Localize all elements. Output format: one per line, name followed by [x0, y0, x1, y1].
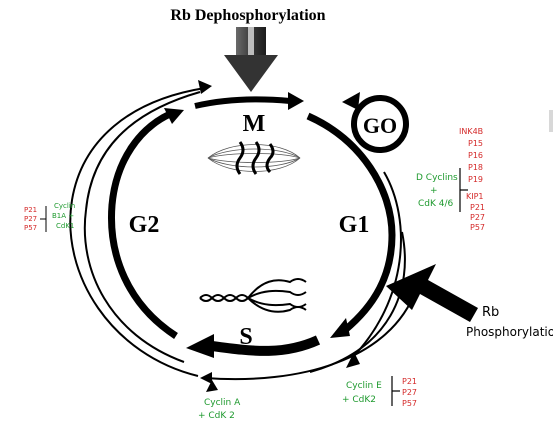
s-regulators: Cyclin A + CdK 2: [198, 380, 241, 421]
g2-regulators: P21 P27 P57 Cyclin B1A + CdK1: [24, 202, 75, 232]
dna-replication-icon: [199, 278, 307, 313]
g2-inhibitor-1: P27: [24, 215, 37, 223]
phase-label-g0: GO: [363, 113, 397, 138]
g2-inhibitor-0: P21: [24, 206, 37, 214]
rb-phos-line1: Rb: [482, 305, 499, 320]
phosphorylation-arrow: [386, 264, 478, 322]
arc-arrowhead-g1s: [346, 352, 360, 368]
g1-complex-1: +: [430, 186, 438, 196]
g2-complex-0: Cyclin: [54, 202, 75, 210]
main-cycle-ring: [108, 96, 396, 356]
g1s-complex-1: + CdK2: [342, 395, 376, 405]
g1-inhibitor-2: P16: [468, 151, 483, 160]
g0-loop: [342, 92, 409, 153]
g1-complex-0: D Cyclins: [416, 173, 458, 183]
g2-inhibitor-2: P57: [24, 224, 37, 232]
g1-inhibitor-3: P18: [468, 163, 483, 172]
phase-label-g1: G1: [339, 212, 370, 238]
g1-inhibitor-6: P21: [470, 203, 485, 212]
g1-inhibitor-1: P15: [468, 139, 483, 148]
phase-label-s: S: [239, 324, 252, 350]
g1-inhibitor-4: P19: [468, 175, 483, 184]
s-complex-1: + CdK 2: [198, 411, 235, 421]
g1s-inhibitor-0: P21: [402, 377, 417, 386]
g1-inhibitor-0: INK4B: [459, 127, 483, 136]
arc-arrowhead-top: [198, 80, 212, 94]
edge-scroll-tab: [549, 110, 553, 132]
outer-cycle-arcs: [69, 87, 417, 381]
g1s-inhibitor-1: P27: [402, 388, 417, 397]
dephosphorylation-arrow: [224, 27, 278, 92]
title-text: Rb Dephosphorylation: [170, 7, 325, 24]
s-complex-0: Cyclin A: [204, 398, 241, 408]
g2-complex-1: B1A +: [52, 212, 74, 220]
phase-label-m: M: [243, 111, 266, 137]
g1-inhibitor-7: P27: [470, 213, 485, 222]
g1s-inhibitor-2: P57: [402, 399, 417, 408]
rb-phos-line2: Phosphorylation: [466, 325, 553, 339]
g1-complex-2: CdK 4/6: [418, 199, 454, 209]
ring-arrowhead-top: [164, 108, 184, 124]
arc-arrowhead-s: [200, 372, 212, 384]
g1-regulators: INK4B P15 P16 P18 P19 D Cyclins + CdK 4/…: [416, 127, 485, 232]
ring-arrowhead-s: [330, 318, 350, 338]
g1-inhibitor-5: KIP1: [466, 192, 484, 201]
g1s-regulators: Cyclin E + CdK2 P21 P27 P57: [342, 376, 417, 408]
g1-inhibitor-8: P57: [470, 223, 485, 232]
mitotic-spindle-icon: [207, 141, 301, 175]
phase-label-g2: G2: [129, 212, 160, 238]
ring-arrowhead-m: [288, 92, 304, 110]
g1s-complex-0: Cyclin E: [346, 381, 382, 391]
g2-complex-2: CdK1: [56, 222, 74, 230]
ring-arrowhead-g2: [186, 334, 214, 358]
